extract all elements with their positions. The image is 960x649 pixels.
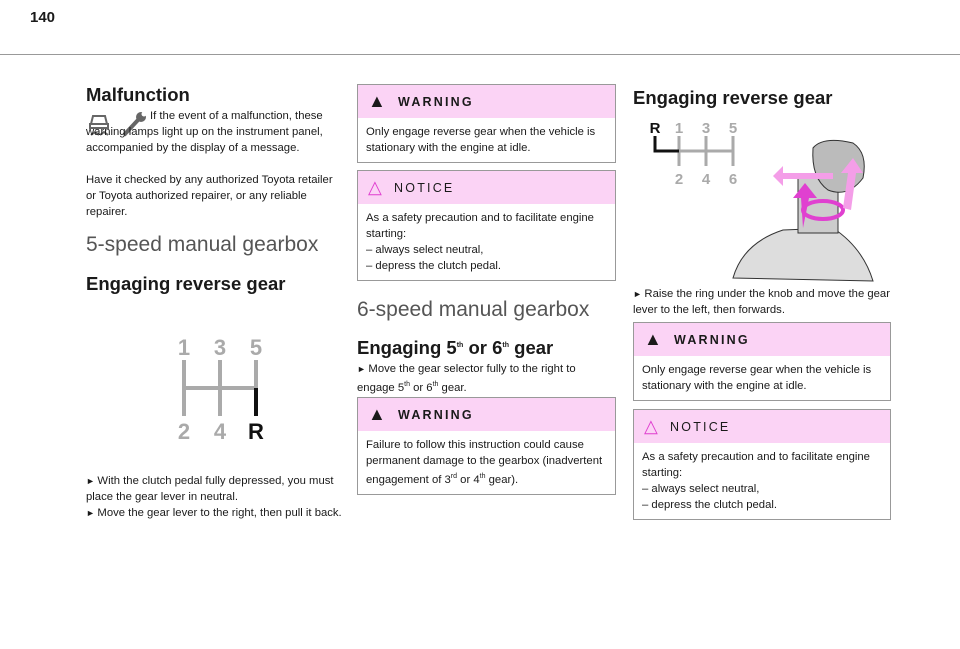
gear-r: R xyxy=(248,419,264,443)
page-number: 140 xyxy=(30,9,56,26)
gear-2: 2 xyxy=(675,171,683,188)
warning-text: Failure to follow this instruction could… xyxy=(366,439,603,486)
bullet-5-6: Move the gear selector fully to the righ… xyxy=(357,361,616,396)
gear-r: R xyxy=(650,120,661,137)
bullet-reverse-6: Raise the ring under the knob and move t… xyxy=(633,286,891,318)
gear-1: 1 xyxy=(675,120,683,137)
bullet-1: With the clutch pedal fully depressed, y… xyxy=(86,473,342,505)
warning-text: Only engage reverse gear when the vehicl… xyxy=(366,126,596,154)
wrench-icon xyxy=(122,111,147,137)
gear-5: 5 xyxy=(729,120,737,137)
gear-3: 3 xyxy=(702,120,710,137)
warning-icon: ▲ xyxy=(368,91,389,111)
section-5-speed: 5-speed manual gearbox xyxy=(86,233,319,256)
reverse-gear-title-5: Engaging reverse gear xyxy=(86,273,286,294)
gear-4: 4 xyxy=(702,171,711,188)
gear-5: 5 xyxy=(250,335,262,360)
warning-label: WARNING xyxy=(398,407,474,422)
warning-box-2: ▲ WARNING Failure to follow this instruct… xyxy=(357,397,616,495)
skid-car-icon xyxy=(89,115,109,136)
warning-label: WARNING xyxy=(674,332,750,347)
gear-6: 6 xyxy=(729,171,737,188)
reverse-gear-title-6: Engaging reverse gear xyxy=(633,87,833,108)
notice-intro: As a safety precaution and to facilitate… xyxy=(366,212,594,240)
notice-label: NOTICE xyxy=(670,419,731,434)
malfunction-title: Malfunction xyxy=(86,84,190,105)
gear-lever-illustration: R 1 3 5 2 4 6 xyxy=(650,120,874,282)
notice-item: – always select neutral, xyxy=(366,244,484,256)
notice-item: – always select neutral, xyxy=(642,483,760,495)
warning-box: ▲ WARNING Only engage reverse gear when t… xyxy=(357,84,616,163)
warning-text: Only engage reverse gear when the vehicl… xyxy=(642,364,872,392)
gear-4: 4 xyxy=(214,419,227,443)
section-6-speed: 6-speed manual gearbox xyxy=(357,298,590,321)
warning-icon: ▲ xyxy=(368,404,389,424)
malfunction-text-2: Have it checked by any authorized Toyota… xyxy=(86,174,333,218)
gear-diagram-5-speed: 1 3 5 2 4 R xyxy=(178,335,264,443)
bullet-2: Move the gear lever to the right, then p… xyxy=(86,505,342,521)
caution-icon: △ xyxy=(368,177,385,197)
notice-item: – depress the clutch pedal. xyxy=(642,499,778,511)
engaging-5-6-title: Engaging 5th or 6th gear xyxy=(357,337,554,358)
warning-box-3: ▲ WARNING Only engage reverse gear when t… xyxy=(633,322,891,401)
notice-box-2: △ NOTICE As a safety precaution and to fa… xyxy=(633,409,891,520)
header-rule xyxy=(0,54,960,55)
notice-box: △ NOTICE As a safety precaution and to fa… xyxy=(357,170,616,281)
gear-2: 2 xyxy=(178,419,190,443)
notice-item: – depress the clutch pedal. xyxy=(366,260,502,272)
notice-label: NOTICE xyxy=(394,180,455,195)
caution-icon: △ xyxy=(644,416,661,436)
warning-label: WARNING xyxy=(398,94,474,109)
warning-icon: ▲ xyxy=(644,329,665,349)
notice-intro: As a safety precaution and to facilitate… xyxy=(642,451,870,479)
warning-lamp-icons xyxy=(89,111,147,137)
gear-3: 3 xyxy=(214,335,226,360)
malfunction-text: If the event of a malfunction, these war… xyxy=(86,110,323,154)
gear-1: 1 xyxy=(178,335,190,360)
